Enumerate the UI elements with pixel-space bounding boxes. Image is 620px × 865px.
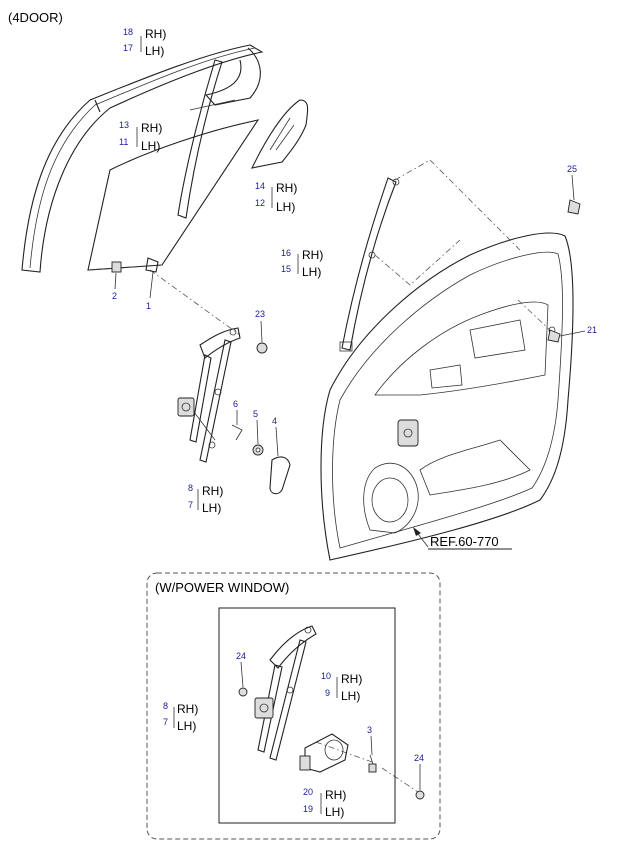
- variant-title: (4DOOR): [8, 10, 63, 25]
- svg-text:RH): RH): [302, 248, 323, 262]
- svg-text:RH): RH): [202, 484, 223, 498]
- part-number-6: 6: [233, 399, 238, 409]
- svg-text:15: 15: [281, 264, 291, 274]
- rear-channel: [339, 177, 400, 352]
- callout-12-lh: 12 LH): [255, 198, 295, 214]
- callout-13-rh: 13 RH): [119, 120, 162, 135]
- power-regulator-frame: [218, 607, 396, 824]
- callout-15-lh: 15 LH): [281, 264, 321, 279]
- manual-regulator: [177, 327, 241, 463]
- svg-text:11: 11: [119, 137, 128, 147]
- svg-text:RH): RH): [177, 702, 198, 716]
- part-number-3: 3: [367, 725, 372, 735]
- svg-text:LH): LH): [302, 265, 321, 279]
- callout-19-lh: 19 LH): [303, 804, 344, 819]
- power-window-box: [146, 572, 441, 840]
- svg-text:18: 18: [123, 27, 133, 37]
- callout-8-rh-power: 8 RH): [163, 701, 198, 716]
- svg-text:14: 14: [255, 181, 265, 191]
- svg-text:8: 8: [188, 483, 193, 493]
- door-glass: [87, 119, 260, 271]
- svg-text:16: 16: [281, 248, 291, 258]
- svg-text:LH): LH): [141, 139, 160, 153]
- part-number-21: 21: [587, 325, 597, 335]
- svg-text:10: 10: [321, 671, 331, 681]
- svg-text:LH): LH): [341, 689, 360, 703]
- svg-text:RH): RH): [141, 121, 162, 135]
- svg-text:8: 8: [163, 701, 168, 711]
- svg-text:LH): LH): [177, 719, 196, 733]
- reference-label: REF.60-770: [430, 534, 499, 549]
- svg-text:20: 20: [303, 787, 313, 797]
- callout-16-rh: 16 RH): [281, 248, 323, 262]
- svg-text:7: 7: [188, 500, 193, 510]
- part-number-24-upper: 24: [236, 651, 246, 661]
- svg-text:17: 17: [123, 43, 133, 53]
- svg-text:12: 12: [255, 198, 265, 208]
- leader-lines: [149, 159, 553, 793]
- callout-10-rh: 10 RH): [321, 671, 362, 686]
- callout-14-rh: 14 RH): [255, 181, 297, 195]
- svg-text:LH): LH): [276, 200, 295, 214]
- callout-7-lh-power: 7 LH): [163, 717, 196, 733]
- glass-run-channel: [21, 44, 264, 273]
- callout-9-lh: 9 LH): [325, 688, 360, 703]
- callout-17-lh: 17 LH): [123, 43, 164, 58]
- power-regulator: [238, 625, 425, 800]
- svg-text:13: 13: [119, 120, 129, 130]
- rear-door-panel: [320, 232, 574, 561]
- part-number-2: 2: [112, 291, 117, 301]
- quarter-glass: [251, 99, 309, 169]
- part-number-5: 5: [253, 409, 258, 419]
- svg-text:RH): RH): [145, 27, 166, 41]
- svg-text:RH): RH): [341, 672, 362, 686]
- svg-text:7: 7: [163, 717, 168, 727]
- svg-text:RH): RH): [276, 181, 297, 195]
- power-window-title: (W/POWER WINDOW): [155, 580, 289, 595]
- svg-text:LH): LH): [145, 44, 164, 58]
- callout-ticks: [114, 36, 586, 814]
- part-number-25: 25: [567, 164, 577, 174]
- svg-text:LH): LH): [202, 501, 221, 515]
- callout-7-lh-manual: 7 LH): [188, 500, 221, 515]
- svg-text:RH): RH): [325, 788, 346, 802]
- callout-8-rh-manual: 8 RH): [188, 483, 223, 498]
- callout-18-rh: 18 RH): [123, 27, 166, 41]
- small-fasteners: [111, 199, 581, 495]
- part-number-23: 23: [255, 309, 265, 319]
- svg-text:19: 19: [303, 804, 313, 814]
- part-number-24-lower: 24: [414, 753, 424, 763]
- reference-arrow: [413, 527, 512, 550]
- part-number-1: 1: [146, 301, 151, 311]
- svg-text:LH): LH): [325, 805, 344, 819]
- callout-20-rh: 20 RH): [303, 787, 346, 802]
- svg-text:9: 9: [325, 688, 330, 698]
- callout-11-lh: 11 LH): [119, 137, 160, 153]
- part-number-4: 4: [272, 416, 277, 426]
